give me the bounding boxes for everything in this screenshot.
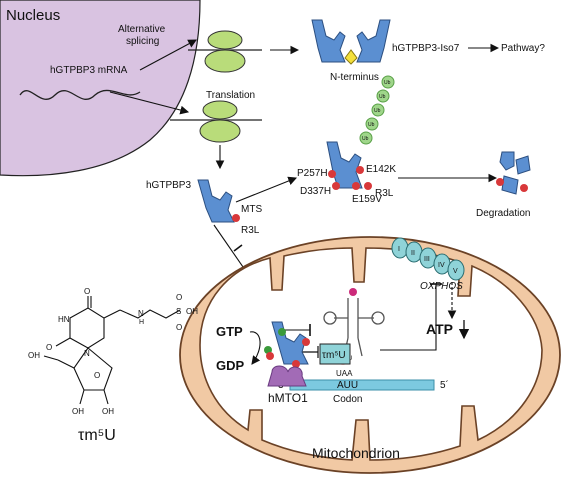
mito-mutation-dot-2 xyxy=(292,360,300,368)
mito-mutation-dot-3 xyxy=(266,352,274,360)
hgtpbp3-protein xyxy=(197,179,235,223)
atp-label: ATP xyxy=(426,321,453,337)
tm5u-box xyxy=(319,343,351,365)
chem-o4: O xyxy=(176,293,182,302)
gtp-bound-dot xyxy=(278,328,286,336)
r3l-right-dot xyxy=(364,182,372,190)
iso7-dimer xyxy=(311,19,391,65)
ribosome-top-large xyxy=(204,49,246,73)
mts-label: MTS xyxy=(241,204,262,215)
codon-bar xyxy=(289,379,435,391)
d337h-label: D337H xyxy=(300,186,331,197)
oxphos-label: OXPHOS xyxy=(420,281,463,292)
tm5u-box-label: τm⁵U xyxy=(322,350,346,361)
complex-iv-label: IV xyxy=(438,262,445,269)
degradation-label: Degradation xyxy=(476,208,530,219)
mutant-protein xyxy=(326,141,363,189)
uaa-label: UAA xyxy=(336,369,353,378)
p257h-label: P257H xyxy=(297,168,328,179)
ub-chain xyxy=(359,75,395,145)
d337h-dot xyxy=(332,182,340,190)
e159v-label: E159V xyxy=(352,194,382,205)
arrow-to-mutant xyxy=(235,176,298,203)
mitochondrion-inner xyxy=(199,247,543,461)
ub-label-5: Ub xyxy=(362,136,369,142)
complex-ii-label: II xyxy=(411,250,415,257)
mrna-strand xyxy=(19,89,141,100)
chem-o1: O xyxy=(84,287,90,296)
e142k-label: E142K xyxy=(366,164,396,175)
codon-label: Codon xyxy=(333,394,362,405)
alt-splicing-label-1: Alternative xyxy=(118,24,166,35)
chem-oh1: OH xyxy=(186,307,198,316)
chem-h: H xyxy=(139,319,144,326)
tm5u-structure xyxy=(43,296,181,405)
mts-dot xyxy=(232,214,240,222)
auu-label: AUU xyxy=(337,380,358,391)
chem-n: N xyxy=(84,349,90,358)
ub-label-4: Ub xyxy=(368,122,375,128)
nucleus-label: Nucleus xyxy=(6,7,60,24)
ub-label-2: Ub xyxy=(379,94,386,100)
chem-s: S xyxy=(176,307,181,316)
chem-o2: O xyxy=(46,343,52,352)
chem-oh3: OH xyxy=(72,407,84,416)
mitochondrion-label: Mitochondrion xyxy=(312,445,400,461)
gtp-label: GTP xyxy=(216,324,243,339)
translation-label: Translation xyxy=(206,90,255,101)
mrna-label: hGTPBP3 mRNA xyxy=(50,65,128,76)
p257h-dot xyxy=(328,170,336,178)
ribosome-mid-small xyxy=(202,100,238,120)
five-prime-label: 5´ xyxy=(440,379,449,391)
chem-oh2: OH xyxy=(28,351,40,360)
hmto1 xyxy=(267,365,307,387)
alt-splicing-label-2: splicing xyxy=(126,36,159,47)
ub-label-3: Ub xyxy=(374,108,381,114)
oxphos-complexes xyxy=(391,237,465,281)
ribosome-top-small xyxy=(207,30,243,50)
gtp-hydrolysis-arrow xyxy=(249,331,261,365)
e159v-dot xyxy=(352,182,360,190)
chem-nh: N xyxy=(138,309,144,318)
complex-v-label: V xyxy=(453,268,458,275)
degraded-protein xyxy=(496,151,531,195)
complex-i-label: I xyxy=(398,246,400,253)
ub-label-1: Ub xyxy=(384,80,391,86)
e142k-dot xyxy=(356,166,364,174)
nucleus xyxy=(0,0,201,177)
gdp-label: GDP xyxy=(216,358,245,373)
complex-iii-label: III xyxy=(424,256,430,263)
ribosome-mid-large xyxy=(199,119,241,143)
iso7-label: hGTPBP3-Iso7 xyxy=(392,43,460,54)
inhibit-path xyxy=(380,284,437,351)
tm5u-caption: τm⁵U xyxy=(78,427,116,444)
hmto1-label: hMTO1 xyxy=(268,391,308,405)
hgtpbp3-label: hGTPBP3 xyxy=(146,180,191,191)
translation-arrow xyxy=(109,91,190,115)
trna xyxy=(323,288,385,357)
inhibit-bar xyxy=(233,244,243,252)
mito-mutation-dot-1 xyxy=(302,338,310,346)
alt-splicing-arrow xyxy=(139,39,197,71)
r3l-left-label: R3L xyxy=(241,225,260,236)
r3l-right-label: R3L xyxy=(375,188,394,199)
chem-oh4: OH xyxy=(102,407,114,416)
pathway-label: Pathway? xyxy=(501,43,545,54)
chem-o5: O xyxy=(176,323,182,332)
chem-hn: HN xyxy=(58,315,70,324)
n-terminus-label: N-terminus xyxy=(330,72,379,83)
chem-o3: O xyxy=(94,371,100,380)
